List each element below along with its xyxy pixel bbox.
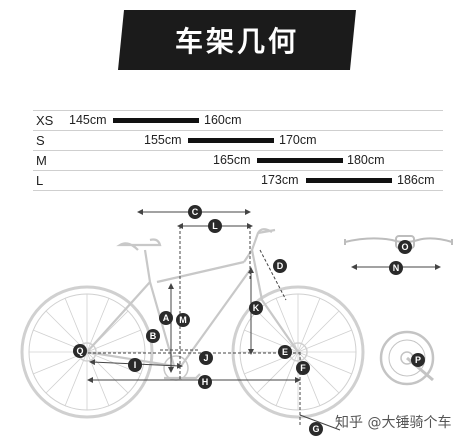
height-range-bar xyxy=(113,118,199,123)
marker-n: N xyxy=(389,261,403,275)
marker-label: K xyxy=(253,303,260,313)
size-row-m: M 165cm 180cm xyxy=(33,151,443,171)
height-max: 180cm xyxy=(347,153,385,167)
marker-label: H xyxy=(202,377,209,387)
marker-e: E xyxy=(278,345,292,359)
marker-m: M xyxy=(176,313,190,327)
size-label: M xyxy=(36,153,47,168)
chainring-detail xyxy=(379,330,435,386)
dimension-markers: C L D K A M B Q E J I F H G O N P xyxy=(73,205,425,436)
marker-label: L xyxy=(212,221,218,231)
marker-d: D xyxy=(273,259,287,273)
frame-geometry-diagram: C L D K A M B Q E J I F H G O N P xyxy=(20,205,453,436)
marker-f: F xyxy=(296,361,310,375)
height-min: 145cm xyxy=(69,113,107,127)
marker-label: N xyxy=(393,263,400,273)
marker-a: A xyxy=(159,311,173,325)
height-min: 173cm xyxy=(261,173,299,187)
height-max: 186cm xyxy=(397,173,435,187)
marker-p: P xyxy=(411,353,425,367)
marker-label: J xyxy=(203,353,208,363)
marker-label: C xyxy=(192,207,199,217)
marker-b: B xyxy=(146,329,160,343)
marker-label: F xyxy=(300,363,306,373)
marker-j: J xyxy=(199,351,213,365)
marker-label: P xyxy=(415,355,421,365)
title-banner xyxy=(118,10,356,70)
marker-h: H xyxy=(198,375,212,389)
height-range-bar xyxy=(306,178,392,183)
height-range-bar xyxy=(257,158,343,163)
page-title: 车架几何 xyxy=(174,25,299,58)
marker-c: C xyxy=(188,205,202,219)
size-height-table: XS 145cm 160cm S 155cm 170cm M 165cm 180… xyxy=(33,110,443,191)
marker-i: I xyxy=(128,358,142,372)
watermark: 知乎 @大锤骑个车 xyxy=(335,415,452,431)
height-max: 160cm xyxy=(204,113,242,127)
height-min: 155cm xyxy=(144,133,182,147)
marker-o: O xyxy=(398,240,412,254)
height-max: 170cm xyxy=(279,133,317,147)
size-row-l: L 173cm 186cm xyxy=(33,171,443,191)
marker-label: D xyxy=(277,261,284,271)
bike-frame xyxy=(86,228,299,381)
marker-label: G xyxy=(312,424,319,434)
marker-label: A xyxy=(163,313,170,323)
marker-label: M xyxy=(179,315,187,325)
size-label: L xyxy=(36,173,44,188)
height-min: 165cm xyxy=(213,153,251,167)
marker-label: E xyxy=(282,347,288,357)
size-row-xs: XS 145cm 160cm xyxy=(33,110,443,131)
marker-label: O xyxy=(401,242,408,252)
size-label: XS xyxy=(36,113,54,128)
marker-g: G xyxy=(309,422,323,436)
marker-l: L xyxy=(208,219,222,233)
marker-label: I xyxy=(134,360,137,370)
marker-k: K xyxy=(249,301,263,315)
size-label: S xyxy=(36,133,45,148)
marker-label: Q xyxy=(76,346,83,356)
marker-q: Q xyxy=(73,344,87,358)
marker-label: B xyxy=(150,331,157,341)
height-range-bar xyxy=(188,138,274,143)
size-row-s: S 155cm 170cm xyxy=(33,131,443,151)
